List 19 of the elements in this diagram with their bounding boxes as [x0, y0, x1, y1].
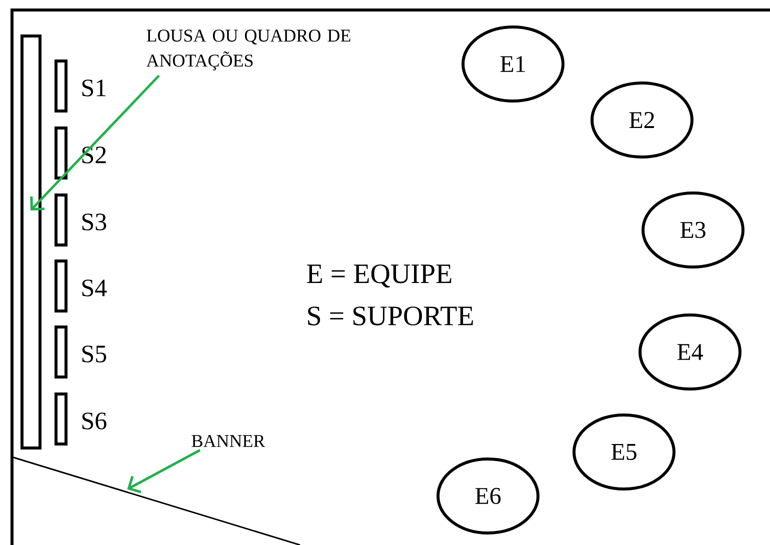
arrow [30, 74, 160, 210]
support-box [54, 326, 68, 378]
support-box [54, 260, 68, 312]
support-label: S3 [82, 214, 106, 230]
support-label: S4 [82, 280, 107, 296]
support-box [54, 126, 68, 180]
support-label: S1 [82, 80, 106, 96]
support-label: S6 [82, 412, 106, 430]
banner-line [11, 456, 301, 545]
callout-text: BANNER [192, 435, 266, 447]
board [20, 34, 42, 450]
support-box [54, 194, 68, 246]
support-box [54, 60, 68, 112]
legend-text: S = SUPORTE [308, 306, 473, 326]
callout-text: LOUSA OU QUADRO DE ANOTAÇÕES [146, 30, 350, 70]
support-label: S5 [82, 346, 106, 362]
legend-text: E = EQUIPE [307, 264, 452, 288]
support-box [54, 392, 68, 446]
arrow [127, 449, 201, 494]
